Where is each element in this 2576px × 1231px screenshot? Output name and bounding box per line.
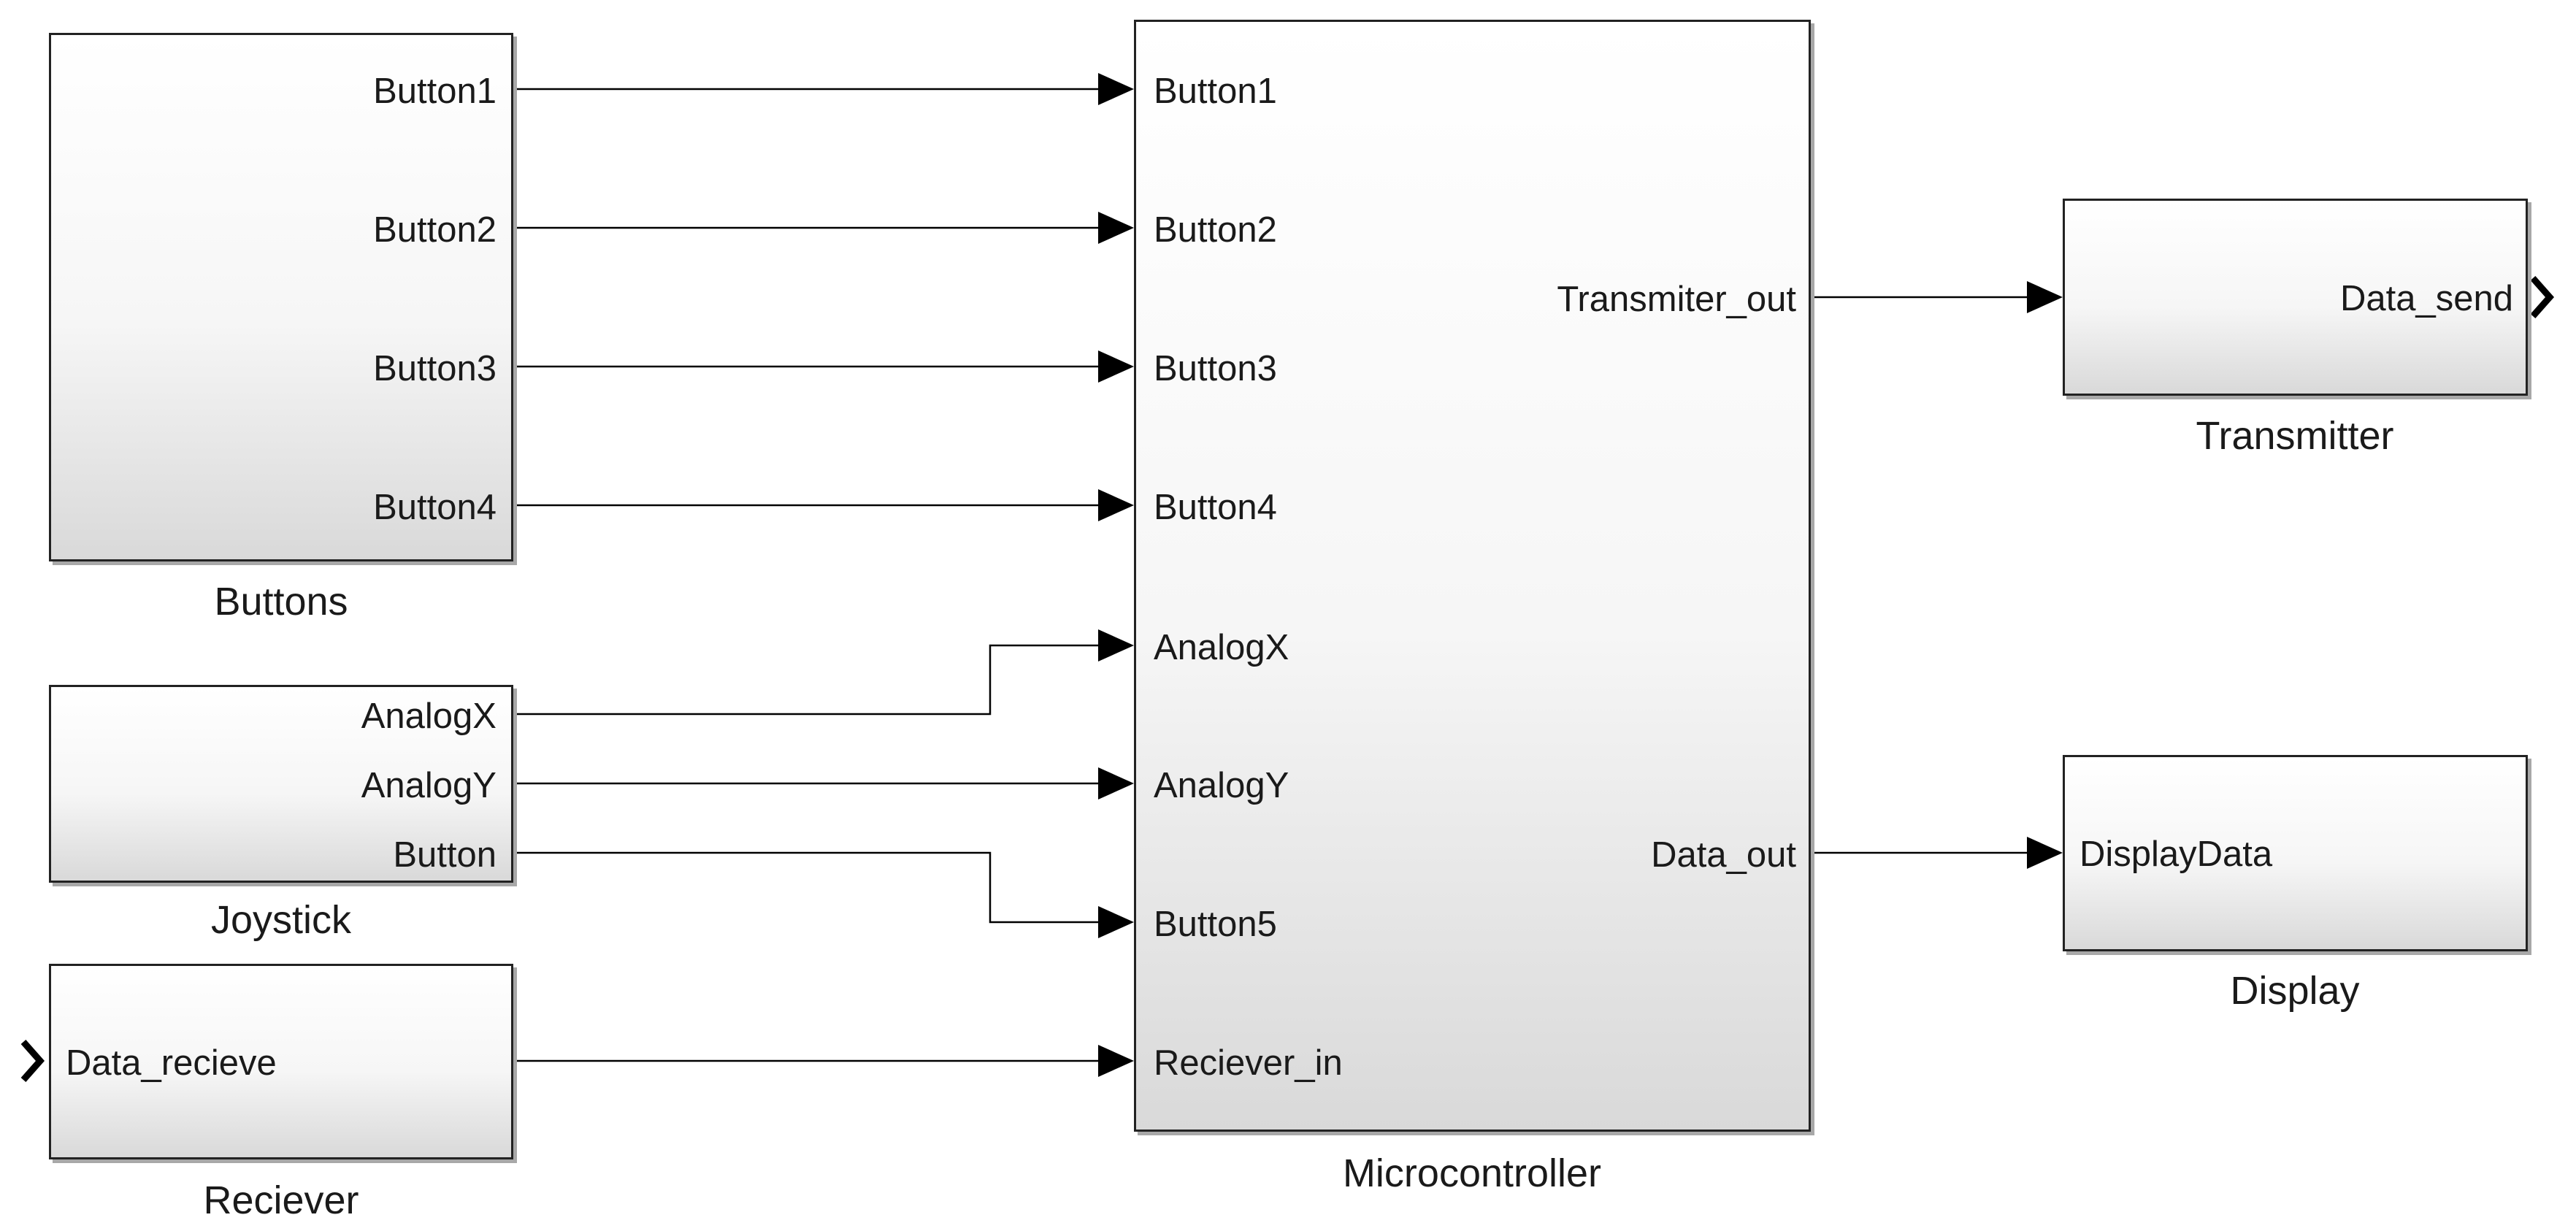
mcu-input-reciever-in: Reciever_in bbox=[1154, 1043, 1343, 1083]
transmitter-block[interactable]: Data_send bbox=[2063, 199, 2528, 396]
wire-arrow bbox=[2027, 281, 2063, 313]
mcu-input-button4: Button4 bbox=[1154, 488, 1277, 527]
wire-arrow bbox=[1098, 1045, 1134, 1077]
display-title: Display bbox=[2230, 969, 2360, 1013]
chevron-right-icon bbox=[2530, 276, 2555, 318]
joystick-port-analogx: AnalogX bbox=[361, 697, 497, 736]
mcu-output-transmiter-out: Transmiter_out bbox=[1557, 280, 1796, 319]
microcontroller-block[interactable]: Button1 Button2 Button3 Button4 AnalogX … bbox=[1134, 20, 1811, 1132]
display-block[interactable]: DisplayData bbox=[2063, 755, 2528, 951]
joystick-port-analogy: AnalogY bbox=[361, 766, 497, 805]
buttons-port-button1: Button1 bbox=[373, 72, 497, 111]
buttons-title: Buttons bbox=[214, 580, 348, 624]
microcontroller-title: Microcontroller bbox=[1342, 1151, 1602, 1195]
mcu-input-button5: Button5 bbox=[1154, 905, 1277, 944]
reciever-port-data-recieve: Data_recieve bbox=[66, 1043, 277, 1083]
joystick-block[interactable]: AnalogX AnalogY Button bbox=[49, 685, 513, 883]
mcu-input-analogx: AnalogX bbox=[1154, 628, 1289, 667]
mcu-output-data-out: Data_out bbox=[1651, 835, 1796, 875]
buttons-port-button3: Button3 bbox=[373, 349, 497, 388]
wire-arrow bbox=[1098, 350, 1134, 383]
reciever-block[interactable]: Data_recieve bbox=[49, 964, 513, 1159]
wire-button5[interactable] bbox=[513, 851, 1098, 924]
buttons-port-button2: Button2 bbox=[373, 210, 497, 250]
reciever-title: Reciever bbox=[203, 1178, 359, 1222]
transmitter-port-data-send: Data_send bbox=[2339, 279, 2513, 318]
mcu-input-button3: Button3 bbox=[1154, 349, 1277, 388]
buttons-port-button4: Button4 bbox=[373, 488, 497, 527]
wire-arrow bbox=[2027, 837, 2063, 869]
wire-arrow bbox=[1098, 767, 1134, 799]
mcu-input-button1: Button1 bbox=[1154, 72, 1277, 111]
joystick-port-button: Button bbox=[393, 835, 497, 875]
buttons-block[interactable]: Button1 Button2 Button3 Button4 bbox=[49, 33, 513, 561]
wire-arrow bbox=[1098, 212, 1134, 244]
wire-arrow bbox=[1098, 489, 1134, 521]
transmitter-title: Transmitter bbox=[2196, 414, 2394, 458]
wire-analogx[interactable] bbox=[513, 644, 1098, 716]
wire-arrow bbox=[1098, 73, 1134, 105]
joystick-title: Joystick bbox=[210, 898, 352, 942]
display-port-displaydata: DisplayData bbox=[2079, 835, 2273, 874]
wire-arrow bbox=[1098, 906, 1134, 938]
mcu-input-button2: Button2 bbox=[1154, 210, 1277, 250]
mcu-input-analogy: AnalogY bbox=[1154, 766, 1289, 805]
wire-arrow bbox=[1098, 629, 1134, 661]
chevron-right-icon bbox=[20, 1040, 45, 1082]
